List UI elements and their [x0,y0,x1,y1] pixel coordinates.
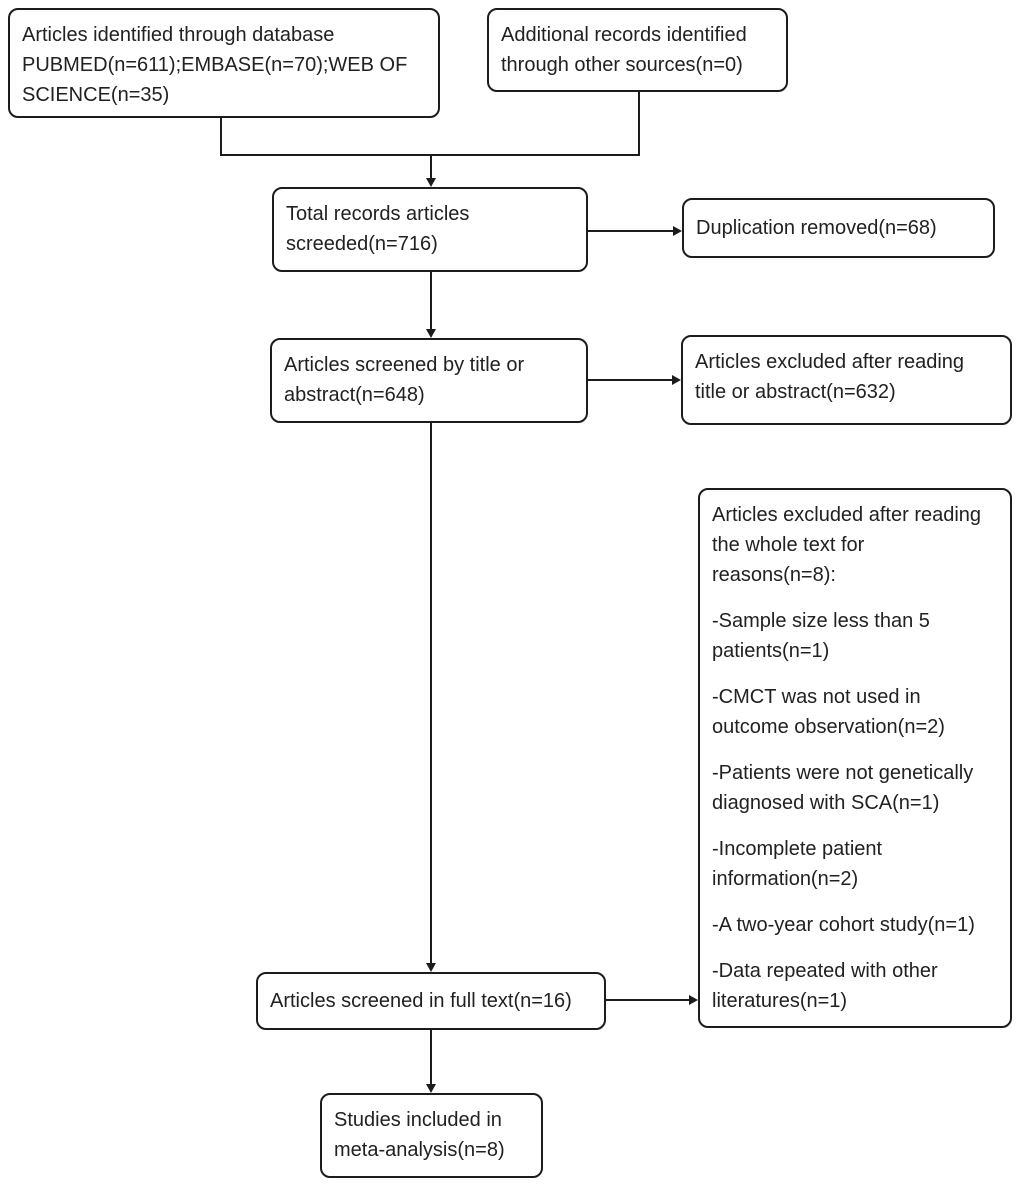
box-text-line: diagnosed with SCA(n=1) [712,792,940,814]
arrowhead-to-total [426,178,436,187]
arrowhead-to-screened [426,329,436,338]
connector-fulltext-to-included [430,1030,432,1084]
reason-item: -A two-year cohort study(n=1) [712,910,998,940]
box-text-line: -Data repeated with other [712,960,938,982]
box-additional-records: Additional records identified through ot… [487,8,788,92]
connector-total-to-screened [430,272,432,329]
reason-item: -Incomplete patient information(n=2) [712,834,998,894]
box-text-line: -A two-year cohort study(n=1) [712,914,975,936]
box-text-line: Articles screened by title or [284,354,525,376]
box-text-line: reasons(n=8): [712,564,836,586]
box-text-line: Articles excluded after reading [712,504,982,526]
connector-fulltext-to-reasons [606,999,689,1001]
box-text-line: Duplication removed(n=68) [696,217,937,239]
box-text-line: the whole text for [712,534,865,556]
box-studies-included: Studies included in meta-analysis(n=8) [320,1093,543,1178]
box-text-line: Articles screened in full text(n=16) [270,990,572,1012]
box-fulltext-screened: Articles screened in full text(n=16) [256,972,606,1030]
box-duplication-removed: Duplication removed(n=68) [682,198,995,258]
box-text-line: outcome observation(n=2) [712,716,945,738]
box-text-line: -Patients were not genetically [712,762,974,784]
box-fulltext-excluded-reasons: Articles excluded after reading the whol… [698,488,1012,1028]
box-text-line: title or abstract(n=632) [695,381,896,403]
arrowhead-to-included [426,1084,436,1093]
box-text-line: Articles identified through database [22,24,335,46]
arrowhead-to-duplication [673,226,682,236]
box-text-line: Additional records identified [501,24,747,46]
box-total-records: Total records articles screeded(n=716) [272,187,588,272]
box-articles-identified: Articles identified through database PUB… [8,8,440,118]
box-text-line: Total records articles [286,203,470,225]
reason-item: -CMCT was not used in outcome observatio… [712,682,998,742]
box-text-line: Articles excluded after reading [695,351,965,373]
box-text-line: meta-analysis(n=8) [334,1139,505,1161]
connector-screened-to-excluded [588,379,672,381]
connector-screened-to-fulltext [430,423,432,963]
box-text-line: information(n=2) [712,868,859,890]
connector-total-to-duplication [588,230,673,232]
box-text-line: -Incomplete patient [712,838,883,860]
connector-identified-down [220,118,222,156]
box-text-line: screeded(n=716) [286,233,438,255]
arrowhead-to-fulltext [426,963,436,972]
box-text-line: PUBMED(n=611);EMBASE(n=70);WEB OF [22,54,408,76]
box-title-excluded: Articles excluded after reading title or… [681,335,1012,425]
box-text-line: Studies included in [334,1109,502,1131]
connector-merge-horizontal [220,154,640,156]
connector-merge-to-total [430,156,432,178]
box-text-line: -CMCT was not used in [712,686,921,708]
box-text-line: abstract(n=648) [284,384,425,406]
box-text-line: literatures(n=1) [712,990,848,1012]
reasons-title: Articles excluded after reading the whol… [712,500,998,590]
box-text-line: patients(n=1) [712,640,830,662]
reason-item: -Patients were not genetically diagnosed… [712,758,998,818]
arrowhead-to-reasons [689,995,698,1005]
box-text-line: through other sources(n=0) [501,54,743,76]
box-text-line: -Sample size less than 5 [712,610,930,632]
box-title-screened: Articles screened by title or abstract(n… [270,338,588,423]
connector-additional-down [638,92,640,156]
reason-item: -Data repeated with other literatures(n=… [712,956,998,1016]
arrowhead-to-title-excluded [672,375,681,385]
reason-item: -Sample size less than 5 patients(n=1) [712,606,998,666]
box-text-line: SCIENCE(n=35) [22,84,170,106]
